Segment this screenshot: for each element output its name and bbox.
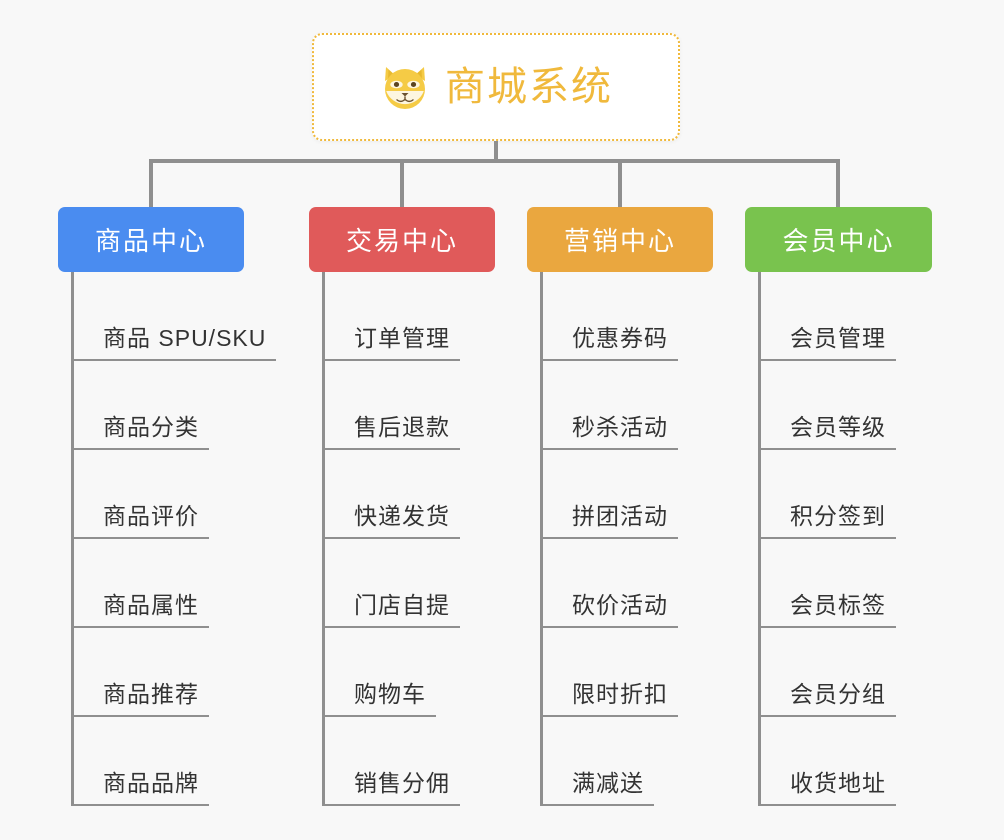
list-item[interactable]: 订单管理 [309,272,495,361]
shiba-dog-face-icon [379,61,431,113]
root-node[interactable]: 商城系统 [312,33,680,141]
leaf-stack-4: 会员管理 会员等级 积分签到 会员标签 会员分组 收货地址 [745,272,932,806]
list-item-label: 商品品牌 [103,770,199,796]
list-item[interactable]: 门店自提 [309,539,495,628]
category-column-2: 交易中心 订单管理 售后退款 快递发货 门店自提 购物车 销售分佣 [309,207,495,806]
list-item-label: 会员等级 [790,414,886,440]
list-item[interactable]: 收货地址 [745,717,932,806]
list-item-label: 会员管理 [790,325,886,351]
list-item-label: 门店自提 [354,592,450,618]
connector-drop-1 [149,159,153,209]
category-header-label: 商品中心 [94,226,207,256]
list-item-label: 优惠券码 [572,325,668,351]
list-item-label: 售后退款 [354,414,450,440]
list-item[interactable]: 满减送 [527,717,713,806]
leaf-stack-2: 订单管理 售后退款 快递发货 门店自提 购物车 销售分佣 [309,272,495,806]
list-item[interactable]: 商品属性 [58,539,244,628]
list-item[interactable]: 会员标签 [745,539,932,628]
leaf-stack-1: 商品 SPU/SKU 商品分类 商品评价 商品属性 商品推荐 商品品牌 [58,272,277,806]
list-item[interactable]: 销售分佣 [309,717,495,806]
category-header-label: 会员中心 [782,226,895,256]
list-item-label: 限时折扣 [572,681,668,707]
list-item-label: 订单管理 [354,325,450,351]
leaf-trunk-line [322,272,325,806]
category-header-1[interactable]: 商品中心 [58,207,244,272]
list-item[interactable]: 商品分类 [58,361,244,450]
leaf-stack-3: 优惠券码 秒杀活动 拼团活动 砍价活动 限时折扣 满减送 [527,272,713,806]
list-item-label: 商品评价 [103,503,199,529]
list-item-label: 秒杀活动 [572,414,668,440]
list-item[interactable]: 秒杀活动 [527,361,713,450]
connector-drop-4 [836,159,840,209]
category-column-4: 会员中心 会员管理 会员等级 积分签到 会员标签 会员分组 收货地址 [745,207,932,806]
connector-root-stem [494,141,498,163]
list-item[interactable]: 商品品牌 [58,717,244,806]
category-header-2[interactable]: 交易中心 [309,207,495,272]
list-item-label: 商品分类 [103,414,199,440]
list-item[interactable]: 会员分组 [745,628,932,717]
list-item-label: 购物车 [354,681,426,707]
connector-drop-3 [618,159,622,209]
list-item-label: 满减送 [572,770,644,796]
leaf-trunk-line [71,272,74,806]
leaf-trunk-line [540,272,543,806]
list-item-label: 商品属性 [103,592,199,618]
list-item-label: 会员标签 [790,592,886,618]
list-item-label: 会员分组 [790,681,886,707]
leaf-trunk-line [758,272,761,806]
list-item-label: 收货地址 [790,770,886,796]
list-item-label: 商品 SPU/SKU [103,325,267,351]
list-item[interactable]: 快递发货 [309,450,495,539]
list-item[interactable]: 商品推荐 [58,628,244,717]
list-item[interactable]: 购物车 [309,628,495,717]
list-item[interactable]: 售后退款 [309,361,495,450]
category-header-3[interactable]: 营销中心 [527,207,713,272]
list-item[interactable]: 拼团活动 [527,450,713,539]
list-item[interactable]: 会员等级 [745,361,932,450]
list-item[interactable]: 砍价活动 [527,539,713,628]
category-header-label: 交易中心 [345,226,458,256]
list-item-label: 销售分佣 [354,770,450,796]
list-item[interactable]: 商品评价 [58,450,244,539]
list-item-label: 砍价活动 [572,592,668,618]
category-header-4[interactable]: 会员中心 [745,207,932,272]
list-item-label: 快递发货 [354,503,450,529]
root-title: 商城系统 [445,65,613,109]
list-item-label: 积分签到 [790,503,886,529]
list-item[interactable]: 优惠券码 [527,272,713,361]
list-item-label: 商品推荐 [103,681,199,707]
list-item[interactable]: 商品 SPU/SKU [58,272,277,361]
category-column-3: 营销中心 优惠券码 秒杀活动 拼团活动 砍价活动 限时折扣 满减送 [527,207,713,806]
category-column-1: 商品中心 商品 SPU/SKU 商品分类 商品评价 商品属性 商品推荐 商品品牌 [58,207,277,806]
category-header-label: 营销中心 [563,226,676,256]
connector-horizontal-bus [149,159,840,163]
list-item[interactable]: 会员管理 [745,272,932,361]
list-item-label: 拼团活动 [572,503,668,529]
list-item[interactable]: 限时折扣 [527,628,713,717]
connector-drop-2 [400,159,404,209]
list-item[interactable]: 积分签到 [745,450,932,539]
